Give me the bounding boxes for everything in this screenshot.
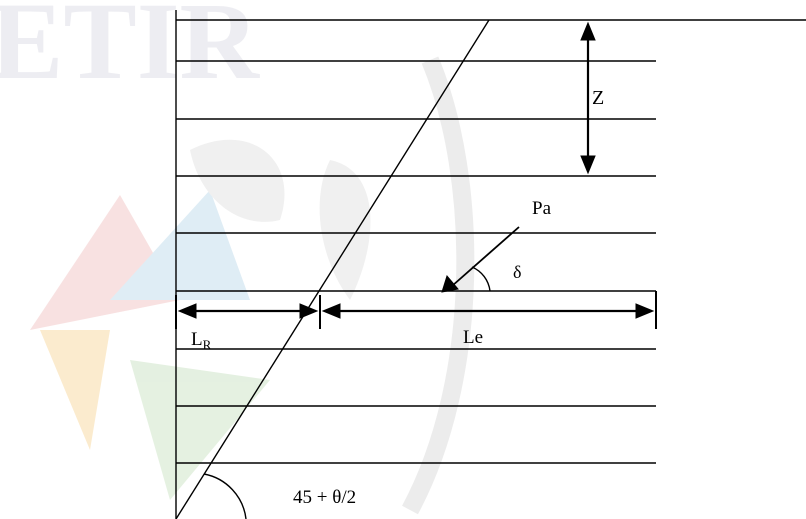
watermark-ring	[402, 56, 475, 515]
arrowhead-down	[580, 155, 596, 175]
arrowhead-le-right	[635, 303, 655, 319]
label-lr: LR	[191, 329, 212, 352]
reinforcement-layers	[176, 19, 806, 464]
watermark-petal-green	[130, 360, 270, 500]
watermark-leaf	[319, 160, 371, 300]
label-le: Le	[463, 327, 483, 348]
watermark-petal-blue	[110, 190, 250, 300]
label-angle: 45 + θ/2	[293, 487, 356, 508]
label-delta: δ	[513, 262, 521, 282]
failure-plane-line	[175, 19, 490, 519]
label-lr-sub: R	[203, 337, 212, 352]
arrowhead-lr-left	[177, 303, 197, 319]
delta-angle-arc	[471, 266, 491, 292]
pa-force-arrow	[441, 226, 520, 293]
arrowhead-pa	[441, 274, 459, 293]
watermark: ETIR	[0, 0, 475, 515]
arrowhead-lr-right	[299, 303, 319, 319]
watermark-petal-yellow	[40, 330, 110, 450]
watermark-leaf	[190, 139, 285, 222]
label-lr-main: L	[191, 329, 203, 350]
watermark-text: ETIR	[0, 0, 261, 102]
z-dimension-arrow	[580, 21, 596, 175]
angle-arc	[203, 473, 247, 519]
label-z: Z	[592, 87, 604, 109]
label-pa: Pa	[532, 198, 552, 219]
arrowhead-up	[580, 21, 596, 41]
arrowhead-le-left	[321, 303, 341, 319]
le-dimension-arrow	[319, 291, 657, 329]
lr-dimension-arrow	[175, 295, 319, 329]
